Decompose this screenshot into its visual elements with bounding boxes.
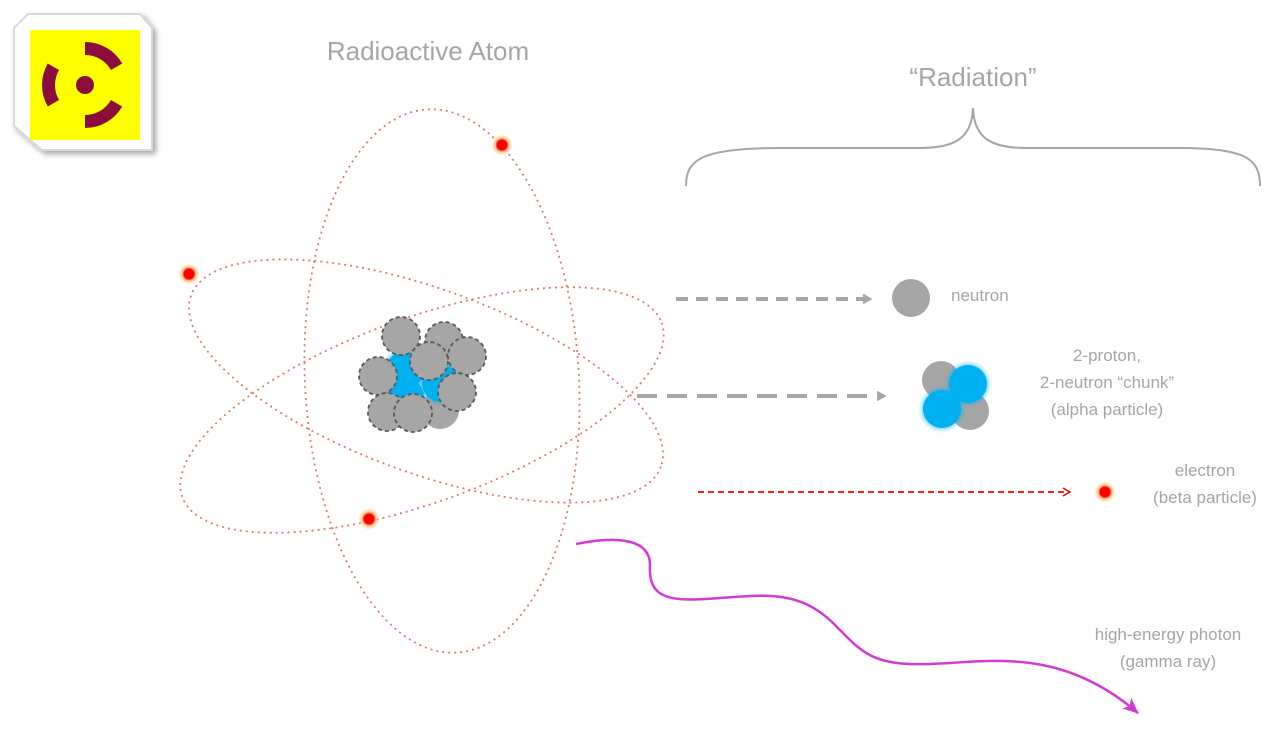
alpha-label-line3: (alpha particle) [1051,400,1163,419]
gamma-wave-arrow [575,538,1139,714]
radiation-badge-icon [13,13,153,151]
electron-orbits [179,108,665,654]
beta-label-line1: electron [1175,461,1235,480]
electron-left [178,263,200,285]
gamma-label-line1: high-energy photon [1095,625,1242,644]
orbit-tilt-right [179,286,665,534]
radiation-title: “Radiation” [909,62,1036,92]
orbit-vertical [303,108,581,654]
electron-bottom [358,508,380,530]
orbit-tilt-left [188,258,664,504]
electron-top [491,134,513,156]
beta-electron [1094,481,1116,503]
orbit-electrons [178,134,513,530]
neutron-label: neutron [951,286,1009,305]
alpha-particle [922,361,989,430]
neutron-particle [892,279,930,317]
alpha-label-line2: 2-neutron “chunk” [1040,373,1175,392]
nucleus [358,316,487,433]
beta-label-line2: (beta particle) [1153,488,1257,507]
gamma-label-line2: (gamma ray) [1120,652,1216,671]
atom-title: Radioactive Atom [327,36,529,66]
alpha-label-line1: 2-proton, [1073,346,1141,365]
radiation-brace [685,107,1261,187]
